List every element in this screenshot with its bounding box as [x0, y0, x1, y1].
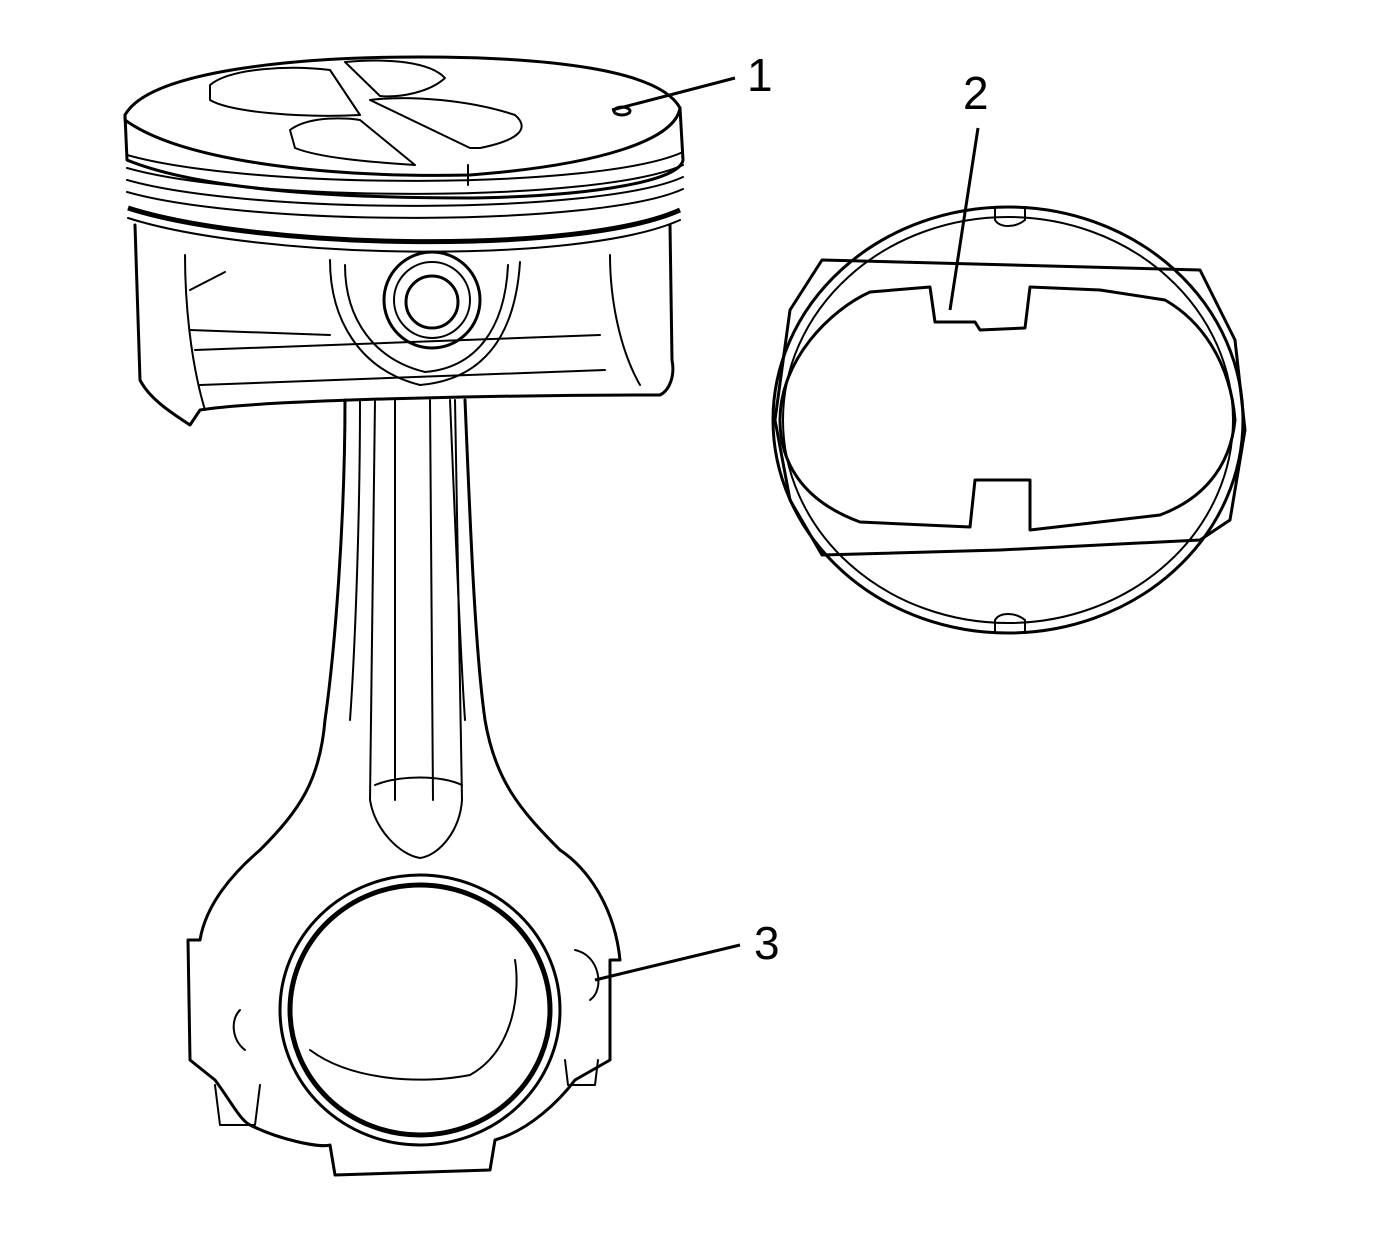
piston-assembly — [123, 55, 685, 427]
rod-cap-mark — [574, 949, 600, 1001]
piston-top-view — [771, 205, 1247, 635]
callout-label-3: 3 — [754, 917, 780, 969]
callout-label-1: 1 — [747, 49, 773, 101]
callout-label-2: 2 — [963, 67, 989, 119]
callout-2-leader — [948, 127, 980, 311]
callout-3-leader — [594, 943, 741, 982]
callout-1-leader — [611, 76, 736, 112]
connecting-rod — [186, 398, 622, 1177]
